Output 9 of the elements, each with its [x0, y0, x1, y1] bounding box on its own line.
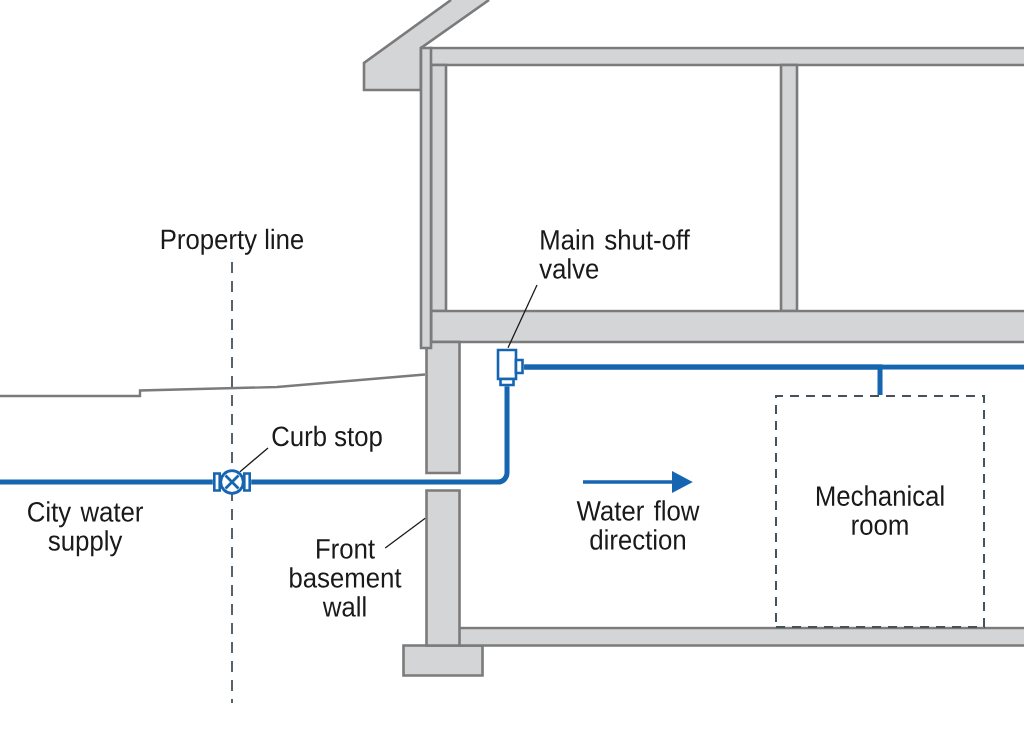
edge-label: City water supply	[28, 501, 143, 557]
leader-line	[239, 447, 269, 473]
water-pipe	[0, 479, 213, 485]
callout-label: Curb stop	[272, 425, 382, 452]
valve-symbol	[213, 469, 251, 495]
label-text: Water flow direction	[576, 500, 700, 550]
leader-line	[384, 517, 426, 549]
label-text: Property line	[161, 228, 304, 255]
callout-label: Front basement wall	[290, 539, 402, 617]
